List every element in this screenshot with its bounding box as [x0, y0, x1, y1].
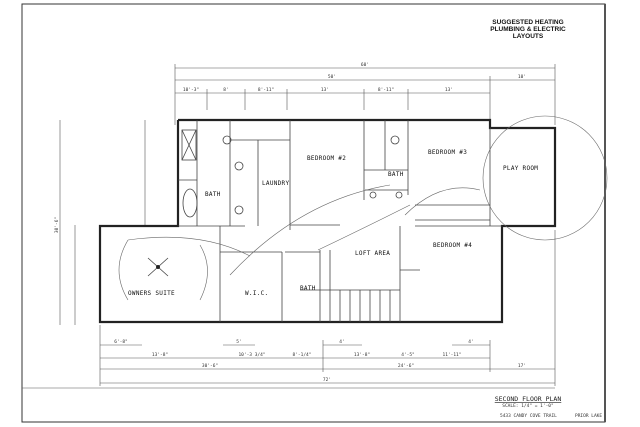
electrical-circuits: [118, 115, 608, 301]
dim-top-seg: 8'-11": [258, 87, 274, 93]
dim-bottom-seg: 13'-8": [354, 352, 370, 358]
title-block: SECOND FLOOR PLAN SCALE: 1/4" = 1'-0" 54…: [22, 387, 602, 419]
ceiling-fan-icon: [156, 265, 160, 269]
dim-bottom-seg: 13'-8": [152, 352, 168, 358]
dim-window: 6'-8": [114, 339, 128, 345]
plan-scale: SCALE: 1/4" = 1'-0": [502, 403, 553, 409]
dim-top-seg: 10'-3": [183, 87, 199, 93]
note-line-3: LAYOUTS: [513, 33, 544, 40]
dim-top-right: 10': [518, 74, 526, 80]
room-laundry: LAUNDRY: [262, 180, 289, 187]
dim-bottom-overall: 72': [323, 377, 331, 383]
dim-top-seg: 8': [223, 87, 228, 93]
plan-address: 5433 CANDY COVE TRAIL: [500, 413, 557, 419]
dim-window: 4': [468, 339, 473, 345]
plan-location: PRIOR LAKE: [575, 413, 602, 419]
dim-window: 4': [339, 339, 344, 345]
dim-window: 5': [236, 339, 241, 345]
note-line-2: PLUMBING & ELECTRIC: [490, 26, 566, 33]
stairs: [339, 290, 391, 322]
dim-bottom-seg: 4'-5": [401, 352, 415, 358]
dim-bottom-seg: 8'-1/4": [293, 352, 312, 358]
dim-bottom-mid: 24'-6": [398, 363, 414, 369]
dim-bottom-mid: 17': [518, 363, 526, 369]
room-loft-area: LOFT AREA: [355, 250, 390, 257]
room-wic: W.I.C.: [245, 290, 268, 297]
room-bath-3: BATH: [300, 285, 316, 292]
left-dimensions: 30'-6": [54, 120, 146, 325]
room-master-bath: BATH: [205, 191, 221, 198]
note-line-1: SUGGESTED HEATING: [492, 19, 563, 26]
dim-top-overall: 60': [361, 62, 369, 68]
room-bedroom-2: BEDROOM #2: [307, 155, 346, 162]
room-bedroom-3: BEDROOM #3: [428, 149, 467, 156]
top-dimensions: 60' 50' 10' 10'-3" 8' 8'-11" 13' 8'-11" …: [174, 62, 556, 125]
plan-title: SECOND FLOOR PLAN: [495, 395, 562, 403]
dim-top-main: 50': [328, 74, 336, 80]
room-bath-2: BATH: [388, 171, 404, 178]
dim-bottom-mid: 30'-6": [202, 363, 218, 369]
room-play-room: PLAY ROOM: [503, 165, 538, 172]
bottom-dimensions: 6'-8" 5' 4' 4' 13'-8" 10'-3 3/4" 8'-1/4"…: [99, 230, 556, 386]
room-bedroom-4: BEDROOM #4: [433, 242, 472, 249]
room-owners-suite: OWNERS SUITE: [128, 290, 175, 297]
dim-top-seg: 13': [321, 87, 329, 93]
dim-bottom-seg: 10'-3 3/4": [238, 352, 265, 358]
sheet-border: [21, 3, 606, 423]
dim-left-side: 30'-6": [54, 217, 60, 233]
dim-bottom-seg: 11'-11": [443, 352, 462, 358]
interior-walls: [178, 120, 502, 322]
dim-top-seg: 13': [445, 87, 453, 93]
dim-top-seg: 8'-11": [378, 87, 394, 93]
